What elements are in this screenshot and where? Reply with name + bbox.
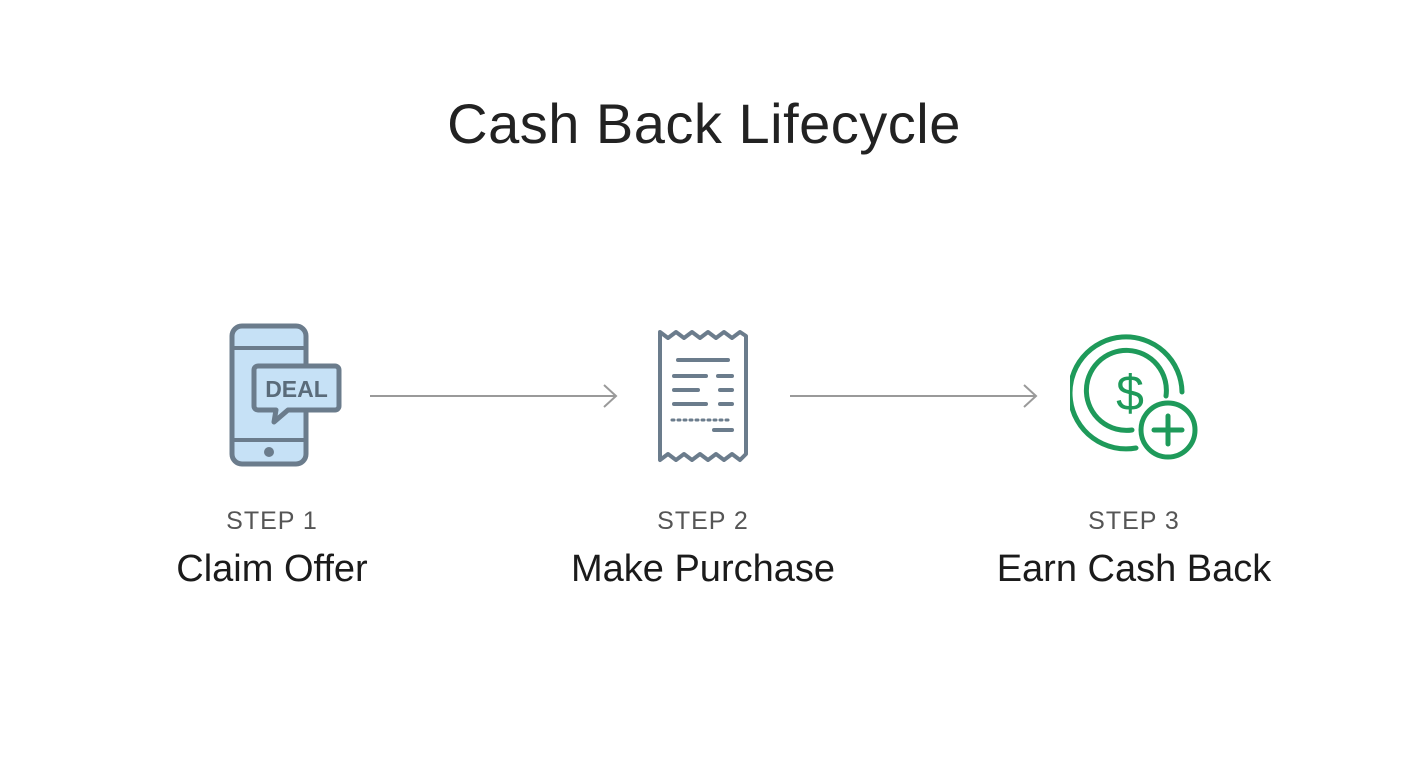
cash-back-coin-icon: $ <box>1070 334 1198 460</box>
step-3-name: Earn Cash Back <box>996 548 1272 590</box>
receipt-icon <box>658 330 748 462</box>
flow-arrow-1 <box>370 384 618 408</box>
step-3-label: STEP 3 <box>1088 507 1180 535</box>
deal-text: DEAL <box>265 376 328 402</box>
step-1-label: STEP 1 <box>226 507 318 535</box>
page-title: Cash Back Lifecycle <box>447 92 961 155</box>
step-2-label: STEP 2 <box>657 507 749 535</box>
phone-deal-icon: DEAL <box>229 323 342 467</box>
svg-text:$: $ <box>1116 365 1144 421</box>
step-1-name: Claim Offer <box>176 548 368 590</box>
flow-arrow-2 <box>790 384 1038 408</box>
step-2-name: Make Purchase <box>570 548 835 590</box>
